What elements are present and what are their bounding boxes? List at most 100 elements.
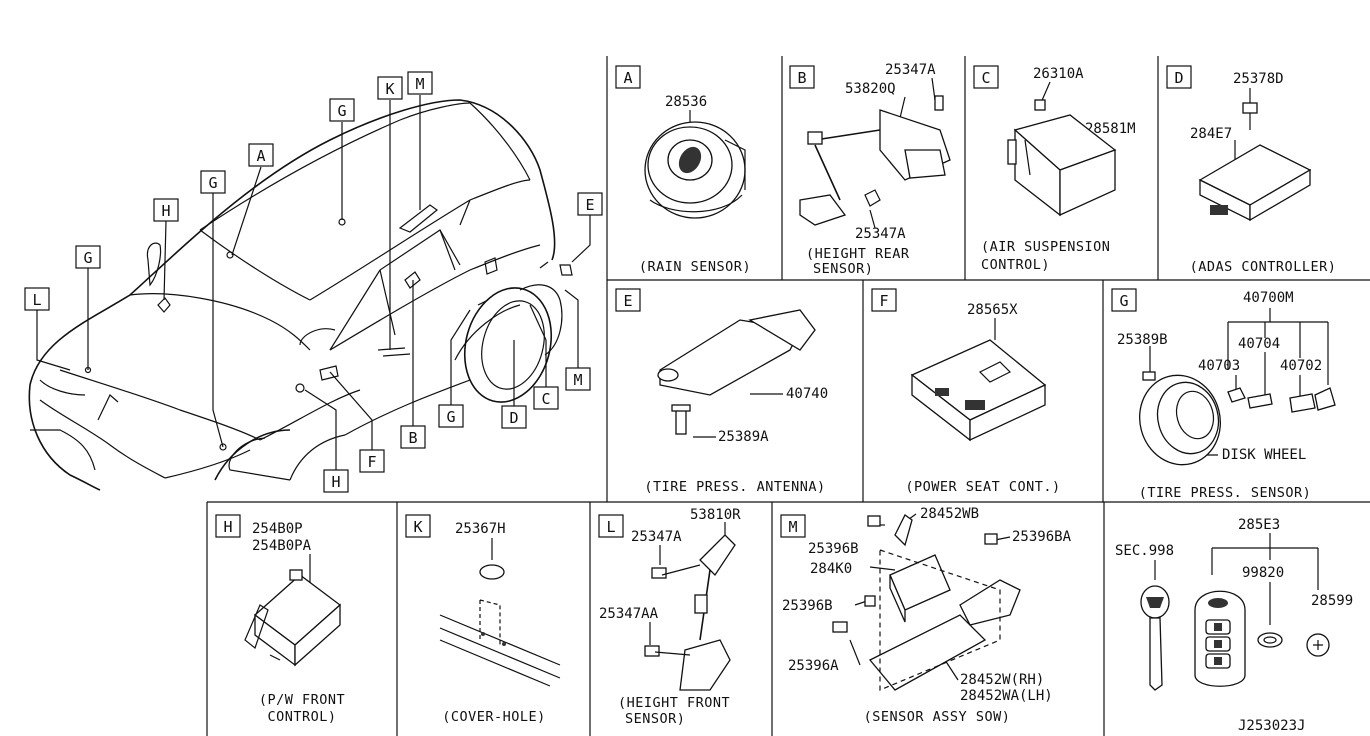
mechanical-key-drawing xyxy=(1140,585,1170,691)
sec-ref: SEC.998 xyxy=(1115,543,1174,559)
part-25347a: 25347A xyxy=(631,529,682,545)
callout-box-l xyxy=(24,287,50,311)
battery-drawing xyxy=(1306,633,1330,657)
disk-wheel-label: DISK WHEEL xyxy=(1222,447,1306,463)
panel-k-caption: (COVER-HOLE) xyxy=(442,709,546,725)
callout-h: H xyxy=(331,473,340,491)
callout-box-h xyxy=(153,198,179,222)
air-suspension-ecu-drawing xyxy=(1007,99,1117,217)
panel-f-caption: (POWER SEAT CONT.) xyxy=(905,479,1060,495)
callout-g: G xyxy=(208,174,217,192)
callout-m: M xyxy=(415,75,424,93)
adas-controller-drawing xyxy=(1198,102,1312,222)
callout-box-k xyxy=(377,76,403,100)
callout-d: D xyxy=(509,409,518,427)
callout-c: C xyxy=(541,390,550,408)
callout-box-b xyxy=(400,425,426,449)
part-40740: 40740 xyxy=(786,386,828,402)
part-25378d: 25378D xyxy=(1233,71,1284,87)
panel-a-letter-box xyxy=(615,65,641,89)
panel-g-letter: G xyxy=(1119,292,1128,310)
panel-c-caption-1: (AIR SUSPENSION xyxy=(981,239,1110,255)
callout-l: L xyxy=(32,291,41,309)
key-ring-drawing xyxy=(1257,632,1283,648)
callout-box-c xyxy=(533,386,559,410)
part-25367h: 25367H xyxy=(455,521,506,537)
panel-d: D 25378D 284E7 (ADAS CONTROLLER) xyxy=(1166,65,1336,275)
panel-b-caption-2: SENSOR) xyxy=(813,261,873,277)
panel-b-caption-1: (HEIGHT REAR xyxy=(806,246,910,262)
callout-box-g xyxy=(438,404,464,428)
part-254b0p: 254B0P xyxy=(252,521,303,537)
callout-g: G xyxy=(446,408,455,426)
rain-sensor-drawing xyxy=(644,121,746,219)
tire-antenna-drawing xyxy=(657,309,816,435)
panel-f-letter: F xyxy=(879,292,888,310)
disk-wheel-drawing xyxy=(1138,371,1336,466)
callout-box-f xyxy=(359,449,385,473)
panel-c-letter: C xyxy=(981,69,990,87)
callout-box-h xyxy=(323,469,349,493)
callout-h: H xyxy=(161,202,170,220)
part-28599: 28599 xyxy=(1311,593,1353,609)
part-25396ba: 25396BA xyxy=(1012,529,1072,545)
panel-m-letter: M xyxy=(788,518,797,536)
part-25347a-top: 25347A xyxy=(885,62,936,78)
part-40704: 40704 xyxy=(1238,336,1280,352)
panel-grid xyxy=(206,56,1370,736)
callout-e: E xyxy=(585,196,594,214)
part-25347a-bottom: 25347A xyxy=(855,226,906,242)
panel-k-letter: K xyxy=(413,518,422,536)
pw-front-control-drawing xyxy=(244,569,342,667)
callout-box-e xyxy=(577,192,603,216)
panel-d-letter: D xyxy=(1174,69,1183,87)
callout-box-d xyxy=(501,405,527,429)
callout-box-m xyxy=(407,71,433,95)
panel-c: C 26310A 28581M (AIR SUSPENSION CONTROL) xyxy=(973,65,1136,273)
panel-l-caption-1: (HEIGHT FRONT xyxy=(618,695,730,711)
panel-g: G 40700M 25389B 40704 40703 40702 DISK W… xyxy=(1111,288,1336,501)
part-285e3: 285E3 xyxy=(1238,517,1280,533)
panel-h-caption-2: CONTROL) xyxy=(267,709,336,725)
part-28452w-rh: 28452W(RH) xyxy=(960,672,1044,688)
part-40702: 40702 xyxy=(1280,358,1322,374)
callout-box-g xyxy=(329,98,355,122)
panel-e-letter: E xyxy=(623,292,632,310)
panel-key: SEC.998 285E3 99820 28599 xyxy=(1115,517,1353,734)
panel-l: L 53810R 25347A 25347AA (HEIGHT FRONT SE… xyxy=(598,507,741,727)
part-40700m: 40700M xyxy=(1243,290,1294,306)
callout-g: G xyxy=(337,102,346,120)
cover-hole-drawing xyxy=(439,564,561,687)
panel-a: A 28536 (RAIN SENSOR) xyxy=(615,65,751,275)
panel-l-caption-2: SENSOR) xyxy=(625,711,685,727)
panel-b-letter: B xyxy=(797,69,806,87)
part-28536: 28536 xyxy=(665,94,707,110)
diagram-id: J253023J xyxy=(1238,718,1305,734)
part-40703: 40703 xyxy=(1198,358,1240,374)
callout-box-a xyxy=(248,143,274,167)
callout-k: K xyxy=(385,80,394,98)
panel-k: K 25367H (COVER-HOLE) xyxy=(405,514,561,725)
callout-box-g xyxy=(75,245,101,269)
callout-box-g xyxy=(200,170,226,194)
part-28452wb: 28452WB xyxy=(920,506,979,522)
part-284e7: 284E7 xyxy=(1190,126,1232,142)
part-25396b-lower: 25396B xyxy=(782,598,833,614)
callout-a: A xyxy=(256,147,265,165)
panel-h-caption-1: (P/W FRONT xyxy=(259,692,345,708)
part-25389b: 25389B xyxy=(1117,332,1168,348)
sensor-assy-drawing xyxy=(832,513,1021,691)
panel-c-caption-2: CONTROL) xyxy=(981,257,1050,273)
panel-l-letter: L xyxy=(606,518,615,536)
part-28581m: 28581M xyxy=(1085,121,1136,137)
panel-m: M 28452WB 25396B 25396BA 284K0 25396B 25… xyxy=(780,506,1072,725)
part-28452wa-lh: 28452WA(LH) xyxy=(960,688,1053,704)
panel-e: E 40740 25389A (TIRE PRESS. ANTENNA) xyxy=(615,288,828,495)
part-28565x: 28565X xyxy=(967,302,1018,318)
panel-f: F 28565X (POWER SEAT CONT.) xyxy=(871,288,1060,495)
panel-a-letter: A xyxy=(623,69,632,87)
panel-e-caption: (TIRE PRESS. ANTENNA) xyxy=(644,479,825,495)
panel-g-caption: (TIRE PRESS. SENSOR) xyxy=(1139,485,1312,501)
